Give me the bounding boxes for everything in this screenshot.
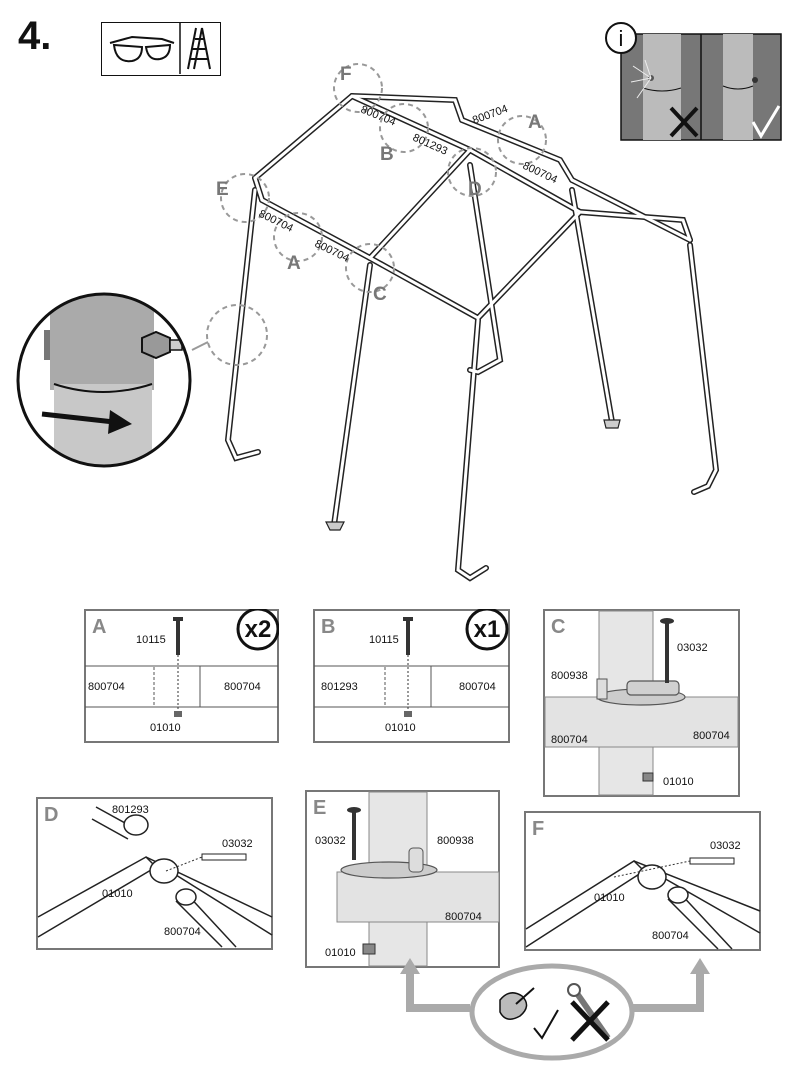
tighten-note [400,958,710,1061]
direction-arrow-icon [41,410,132,434]
panel-letter: C [551,616,565,638]
ladder-icon [187,27,211,70]
panel-letter: D [44,804,58,826]
nut-label: 01010 [102,888,133,900]
correct-check-icon [751,105,781,139]
bolt-label: 03032 [677,642,708,654]
info-panel: i [603,20,783,142]
info-icon [605,22,637,54]
nut-label: 01010 [325,947,356,959]
right-part-label: 800704 [459,681,496,693]
panel-F: F 03032 01010 800704 [524,811,761,951]
callout-A-top: A [528,112,542,133]
hand-tighten-icon [499,987,559,1040]
bottom-part-label: 800704 [164,926,201,938]
callout-F: F [340,64,352,85]
panel-B: x1 B 10115 801293 800704 01010 [313,607,510,743]
bracket-label: 800938 [437,835,474,847]
right-part-label: 800704 [224,681,261,693]
step-number: 4. [18,14,52,58]
panel-D: D 801293 03032 01010 800704 [36,797,273,950]
panel-A: x2 A 10115 800704 800704 01010 [84,607,280,743]
part-label: 800704 [652,930,689,942]
left-part-label: 800704 [88,681,125,693]
panel-E: E 03032 800938 800704 01010 [305,790,500,968]
bracket-label: 800938 [551,670,588,682]
callout-B: B [380,144,394,165]
left-part-label: 801293 [321,681,358,693]
bolt-label: 03032 [315,835,346,847]
left-part-label: 800704 [551,734,588,746]
info-symbol: i [619,26,624,51]
panel-letter: E [313,797,326,819]
part-label: 800704 [445,911,482,923]
safety-glasses-icon [109,35,175,63]
nut-label: 01010 [150,722,181,734]
panel-letter: B [321,616,335,638]
bolt-label: 10115 [136,634,166,646]
right-part-label: 800704 [693,730,730,742]
bolt-label: 03032 [222,838,253,850]
panel-letter: F [532,818,544,840]
callout-A-left: A [287,253,301,274]
no-wrench-icon [567,983,611,1042]
bolt-label: 03032 [710,840,741,852]
zoom-detail [14,290,194,470]
callout-D: D [468,179,482,200]
multiplier-badge: x2 [245,616,272,643]
callout-E: E [216,179,229,200]
nut-label: 01010 [385,722,416,734]
panel-C: C 03032 800938 800704 800704 01010 [543,609,740,797]
incorrect-icon [669,106,699,138]
panel-letter: A [92,616,106,638]
nut-label: 01010 [594,892,625,904]
safety-icons [101,22,221,76]
top-part-label: 801293 [112,804,149,816]
frame-diagram: F B A D E A C 800704 801293 800704 80070… [191,63,720,582]
callout-C: C [373,284,387,305]
bolt-label: 10115 [369,634,399,646]
multiplier-badge: x1 [474,616,501,643]
nut-label: 01010 [663,776,694,788]
